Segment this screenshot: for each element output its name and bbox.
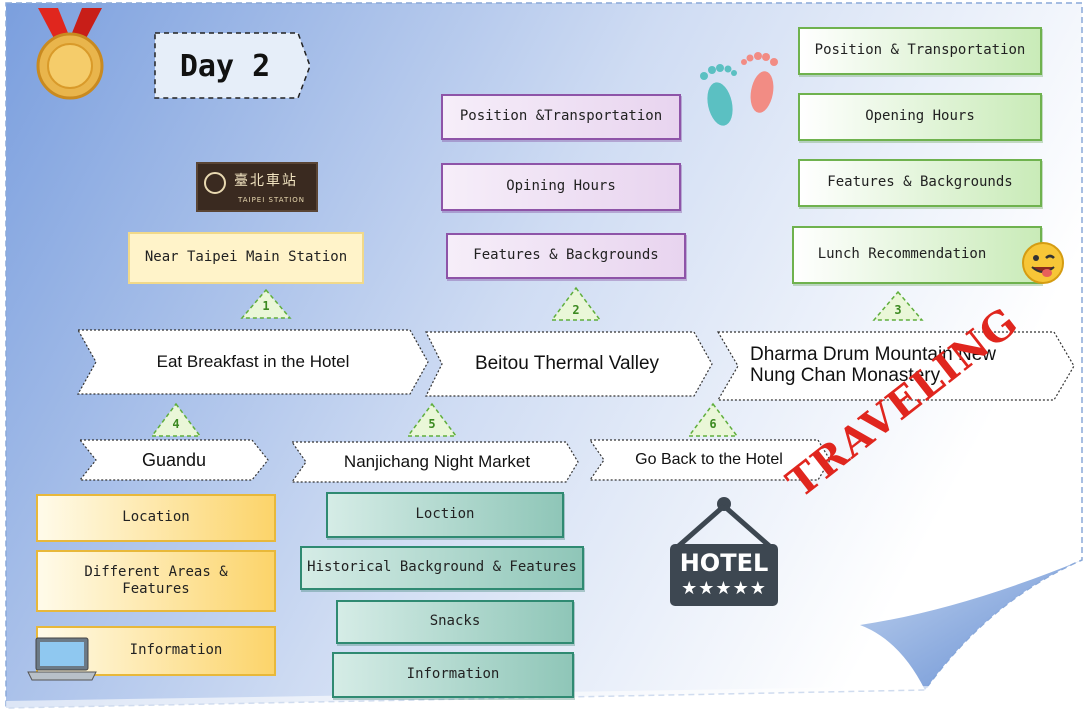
step-label-3: Dharma Drum Mountain New Nung Chan Monas… [750,344,997,386]
guandu-detail-areas: Different Areas & Features [36,550,276,612]
triangle-marker-4 [150,402,202,437]
nanjichang-detail-location: Loction [326,492,564,538]
step-number-1: 1 [262,299,270,313]
beitou-detail-features: Features & Backgrounds [446,233,686,279]
nanjichang-detail-information: Information [332,652,574,698]
medal-icon [36,8,104,100]
triangle-marker-2 [550,286,602,321]
laptop-icon [27,637,97,681]
step-number-6: 6 [709,417,717,431]
step-arrow-1 [76,329,429,395]
step-label-1: Eat Breakfast in the Hotel [156,352,350,371]
triangle-marker-6 [687,402,739,437]
dharma-detail-features: Features & Backgrounds [798,159,1042,207]
step-number-3: 3 [894,303,902,317]
near-station-note: Near Taipei Main Station [128,232,364,284]
step-arrow-6 [588,439,831,481]
smiley-icon [1022,242,1064,284]
nanjichang-detail-snacks: Snacks [336,600,574,644]
page-title: Day 2 [179,48,271,84]
step-arrow-3 [716,331,1075,401]
step-arrow-5 [290,441,579,483]
dharma-detail-position: Position & Transportation [798,27,1042,75]
dharma-detail-lunch: Lunch Recommendation [792,226,1042,284]
taipei-station-sign: 臺北車站 TAIPEI STATION [196,162,318,212]
dharma-detail-hours: Opening Hours [798,93,1042,141]
step-number-2: 2 [572,303,580,317]
triangle-marker-1 [240,288,292,319]
guandu-detail-location: Location [36,494,276,542]
station-sign-chinese: 臺北車站 [234,173,298,189]
hotel-sign-icon [670,497,778,606]
beitou-detail-position: Position &Transportation [441,94,681,140]
step-number-5: 5 [428,417,436,431]
step-label-4: Guandu [141,449,207,470]
nanjichang-detail-history: Historical Background & Features [300,546,584,590]
hotel-sign-text: HOTEL [679,549,769,577]
step-label-5: Nanjichang Night Market [343,452,531,471]
triangle-marker-3 [872,290,924,321]
step-label-6: Go Back to the Hotel [635,451,783,468]
step-number-4: 4 [172,417,180,431]
step-label-2: Beitou Thermal Valley [474,353,660,374]
title-frame [154,32,311,99]
station-sign-english: TAIPEI STATION [238,196,306,204]
step-arrow-4 [78,439,269,481]
triangle-marker-5 [406,402,458,437]
railway-logo-icon [204,172,226,194]
hotel-sign-stars: ★★★★★ [681,577,767,599]
beitou-detail-hours: Opining Hours [441,163,681,211]
step-arrow-2 [425,331,713,397]
footprints-icon [700,52,778,126]
